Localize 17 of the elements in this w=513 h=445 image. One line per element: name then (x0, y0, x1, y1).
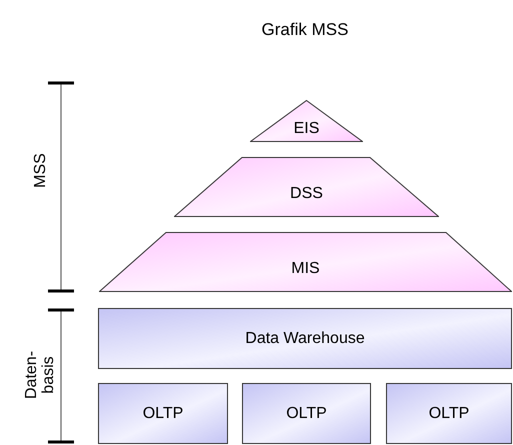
trapezoid-shape (174, 157, 439, 217)
bracket-label: Daten- basis (23, 351, 57, 399)
layer-box (242, 383, 371, 444)
bracket-label: MSS (32, 152, 48, 188)
layer-label: MIS (291, 260, 320, 278)
layer-box (98, 308, 512, 369)
layer-label: Data Warehouse (245, 330, 365, 348)
triangle-shape (250, 100, 363, 142)
layer-label: DSS (290, 185, 323, 203)
layer-label: EIS (294, 120, 320, 138)
layer-label: OLTP (428, 404, 470, 422)
layer-label: OLTP (142, 404, 184, 422)
layer-box (98, 383, 228, 444)
layer-label: OLTP (286, 404, 327, 422)
layer-box (386, 383, 512, 444)
trapezoid-shape (99, 232, 512, 292)
diagram-title: Grafik MSS (260, 20, 350, 40)
